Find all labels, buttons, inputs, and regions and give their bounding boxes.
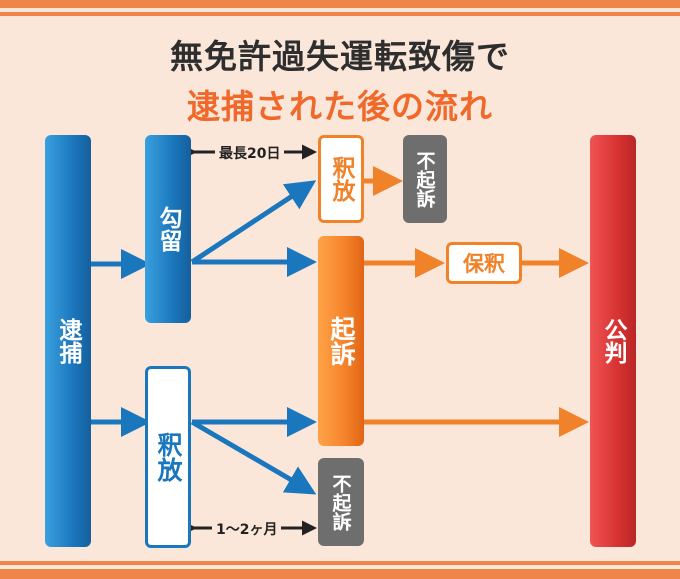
- top-stripe-thick: [0, 0, 680, 8]
- arrest-box: 逮捕: [45, 135, 91, 547]
- arrow-release-to-nonprosecution: [190, 419, 317, 495]
- indictment-box: 起訴: [318, 236, 364, 446]
- arrow-detention-to-release: [190, 180, 317, 265]
- title-line-1: 無免許過失運転致傷で: [170, 37, 510, 76]
- top-stripe-thin: [0, 12, 680, 16]
- detention-box: 勾留: [145, 135, 191, 323]
- release-box-bottom: 釈放: [145, 366, 191, 548]
- bottom-stripe-thick: [0, 569, 680, 579]
- trial-box: 公判: [590, 135, 636, 547]
- nonprosecution-box-top: 不起訴: [403, 135, 447, 223]
- detention-max-label: 最長20日: [215, 143, 285, 163]
- title-line-2: 逮捕された後の流れ: [187, 87, 493, 126]
- release-box-top: 釈放: [318, 135, 364, 223]
- nonprosecution-box-bottom: 不起訴: [318, 458, 364, 546]
- bail-box: 保釈: [446, 242, 522, 284]
- release-period-label: 1〜2ヶ月: [212, 519, 282, 539]
- bottom-stripe-thin: [0, 561, 680, 565]
